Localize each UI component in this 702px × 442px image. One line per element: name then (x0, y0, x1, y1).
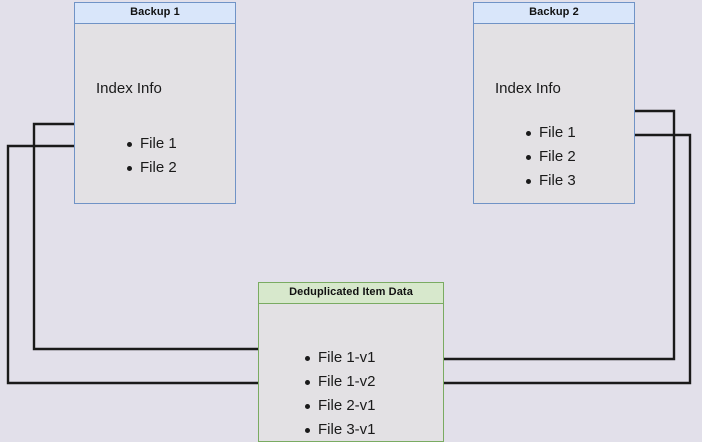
backup-1-box[interactable]: Backup 1 Index Info File 1 File 2 (74, 2, 236, 204)
list-item: File 2 (524, 145, 576, 169)
list-item: File 3-v1 (303, 418, 376, 442)
backup-1-file-list: File 1 File 2 (125, 132, 177, 180)
list-item: File 3 (524, 169, 576, 193)
backup-1-index-info-label: Index Info (96, 80, 162, 97)
backup-2-body: Index Info File 1 File 2 File 3 (474, 24, 634, 203)
list-item: File 1-v2 (303, 370, 376, 394)
backup-1-body: Index Info File 1 File 2 (75, 24, 235, 203)
backup-2-box[interactable]: Backup 2 Index Info File 1 File 2 File 3 (473, 2, 635, 204)
dedup-file-list: File 1-v1 File 1-v2 File 2-v1 File 3-v1 (303, 346, 376, 442)
backup-2-title: Backup 2 (474, 3, 634, 24)
list-item: File 1 (524, 121, 576, 145)
backup-2-index-info-label: Index Info (495, 80, 561, 97)
list-item: File 1 (125, 132, 177, 156)
deduplicated-item-data-box[interactable]: Deduplicated Item Data File 1-v1 File 1-… (258, 282, 444, 442)
list-item: File 2 (125, 156, 177, 180)
backup-1-title: Backup 1 (75, 3, 235, 24)
deduplicated-item-data-body: File 1-v1 File 1-v2 File 2-v1 File 3-v1 (259, 304, 443, 441)
deduplicated-item-data-title: Deduplicated Item Data (259, 283, 443, 304)
backup-2-file-list: File 1 File 2 File 3 (524, 121, 576, 193)
list-item: File 1-v1 (303, 346, 376, 370)
list-item: File 2-v1 (303, 394, 376, 418)
